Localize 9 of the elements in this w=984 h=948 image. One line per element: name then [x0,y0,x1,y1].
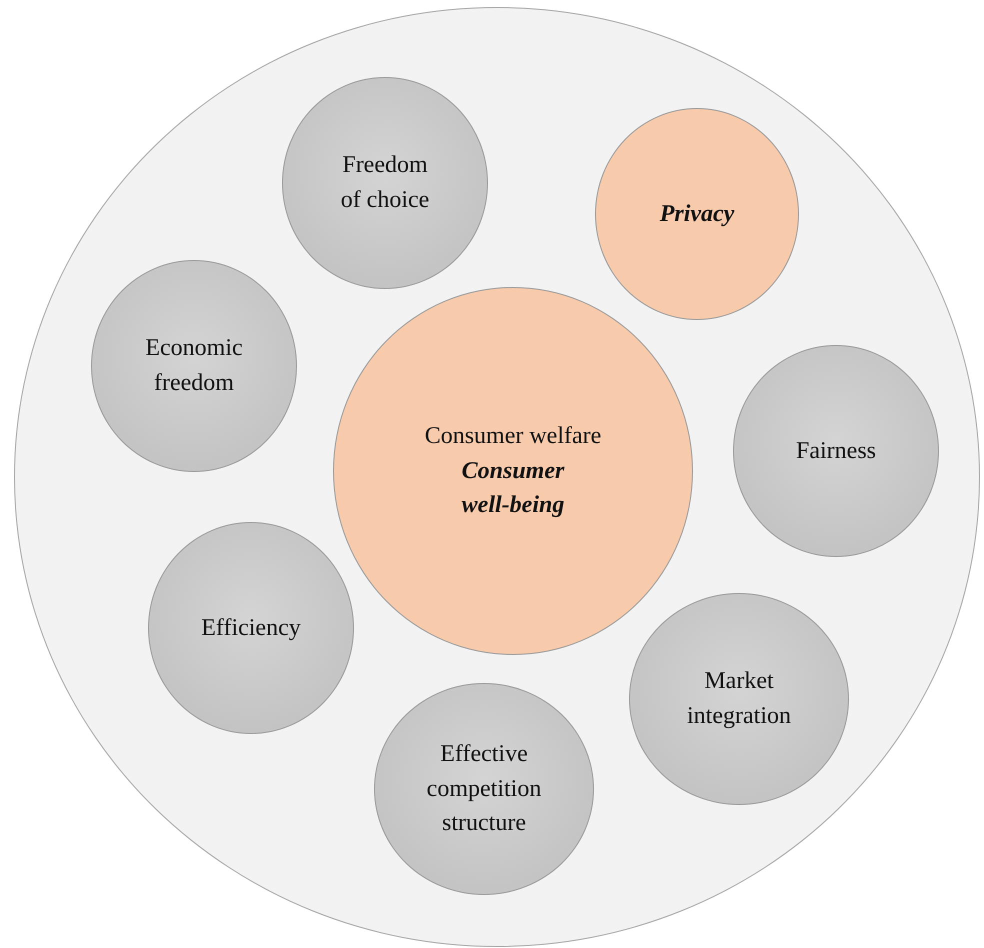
circle-label: Fairness [796,436,876,466]
circle-label: Efficiency [201,614,301,643]
circle-label: Economic freedom [144,334,244,398]
circle-label: Market integration [686,667,792,731]
circle-label: Effective competition structure [426,740,542,838]
circle-label: Privacy [660,200,734,229]
circle-label: Consumer welfare [424,422,602,451]
circle-label: Freedom of choice [340,151,430,215]
circle-label: Consumer well-being [460,456,566,520]
